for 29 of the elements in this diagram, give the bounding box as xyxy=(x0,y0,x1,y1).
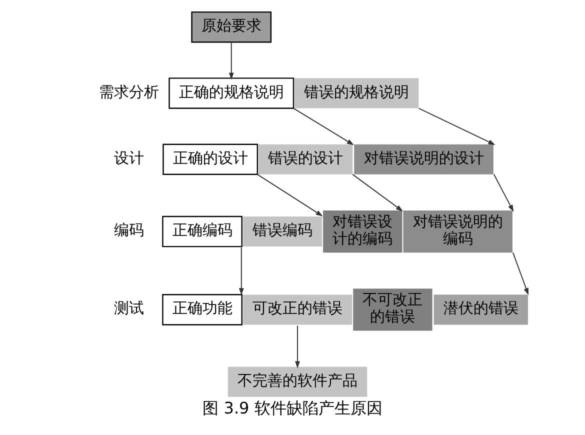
node-box: 可改正的错误 xyxy=(242,294,352,325)
node-box: 错误编码 xyxy=(242,216,322,247)
node-box: 对错误设计的编码 xyxy=(323,210,402,253)
node-box: 正确编码 xyxy=(162,216,242,248)
label: 编码 xyxy=(114,221,144,240)
arrow xyxy=(418,108,496,145)
arrow xyxy=(493,174,514,212)
node-box: 错误的规格说明 xyxy=(294,78,419,108)
caption: 图 3.9 软件缺陷产生原因 xyxy=(202,398,382,418)
arrow xyxy=(295,325,300,368)
node-box: 对错误说明的设计 xyxy=(354,144,494,174)
label: 测试 xyxy=(114,299,144,318)
node-box: 正确功能 xyxy=(162,294,242,326)
node-box: 原始要求 xyxy=(191,11,272,43)
node-box: 潜伏的错误 xyxy=(434,294,528,325)
node-box: 对错误说明的编码 xyxy=(403,210,512,253)
arrow xyxy=(238,247,244,296)
node-box: 不可改正的错误 xyxy=(353,288,432,331)
arrow xyxy=(352,174,403,212)
label: 设计 xyxy=(114,148,144,167)
arrow xyxy=(256,174,323,216)
arrow xyxy=(512,252,528,296)
node-box: 正确的设计 xyxy=(162,144,258,176)
arrow xyxy=(293,108,354,146)
label: 需求分析 xyxy=(99,82,160,101)
node-box: 正确的规格说明 xyxy=(168,78,294,109)
arrow xyxy=(228,42,234,80)
node-box: 不完善的软件产品 xyxy=(228,366,368,397)
node-box: 错误的设计 xyxy=(258,144,353,174)
